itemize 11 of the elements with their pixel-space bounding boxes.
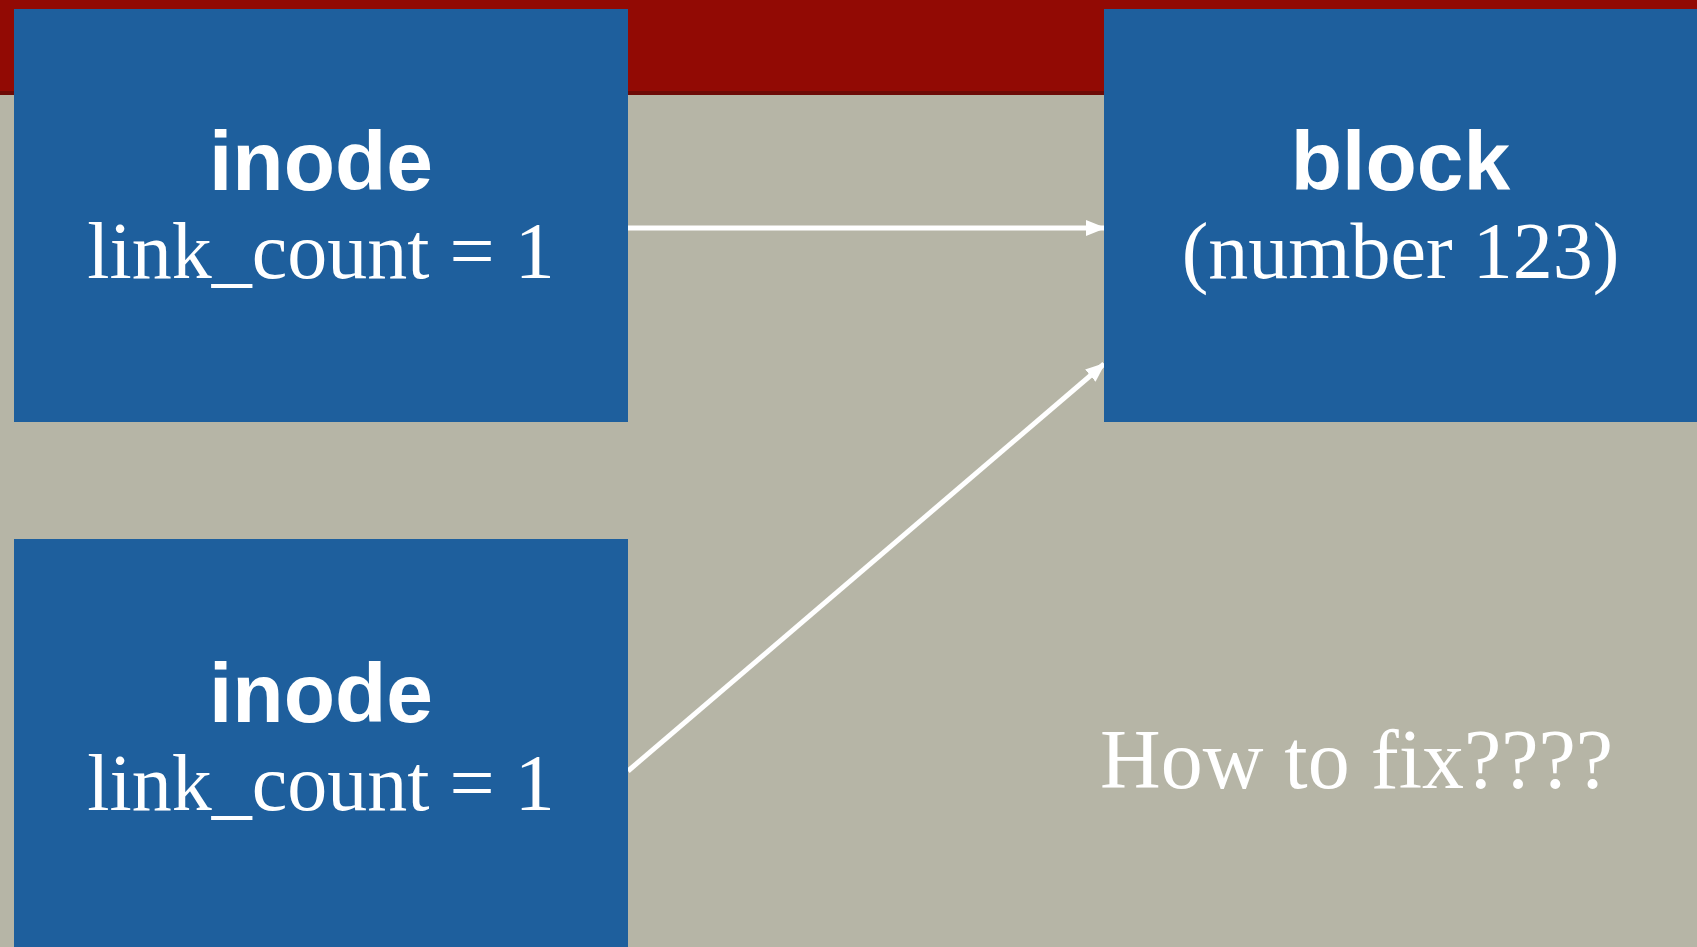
box-heading: block (1290, 117, 1511, 206)
question-text: How to fix???? (1100, 718, 1614, 802)
process-box (14, 9, 628, 422)
arrow (628, 220, 1106, 236)
box-text: link_count = 1 (87, 738, 555, 830)
process-box (1104, 9, 1697, 422)
box-heading: inode (209, 649, 433, 738)
box-heading: inode (209, 117, 433, 206)
box-text: link_count = 1 (87, 206, 555, 298)
process-box (14, 539, 628, 947)
box-text: (number 123) (1181, 206, 1620, 298)
